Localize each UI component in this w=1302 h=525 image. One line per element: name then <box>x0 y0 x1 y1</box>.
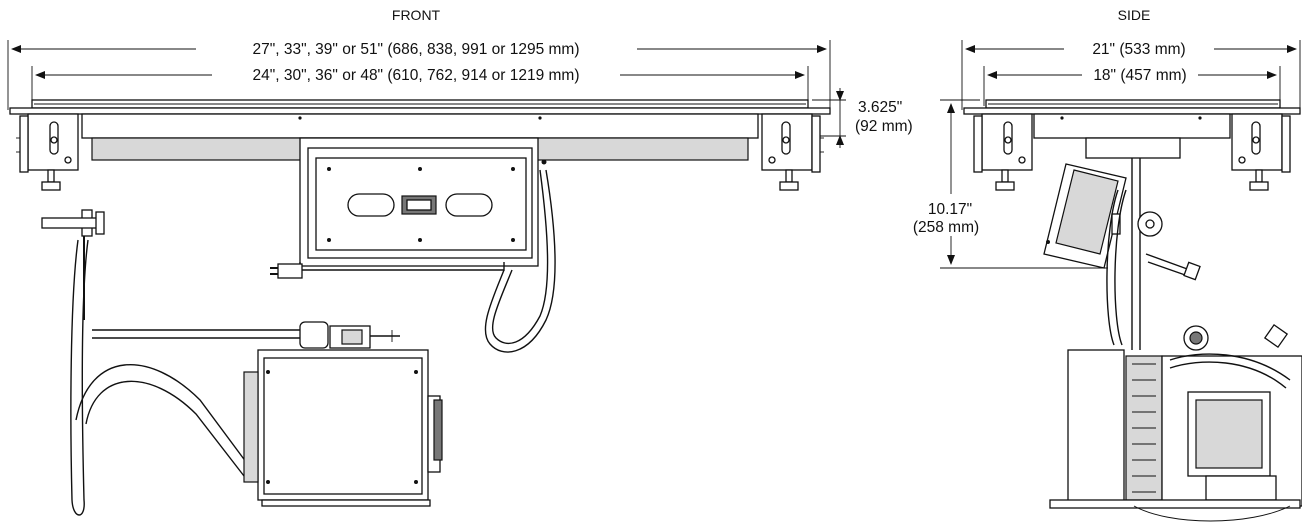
left-knob-slot <box>347 193 395 217</box>
front-left-mounting-bracket <box>16 113 79 191</box>
side-overall-width-dimension: 21" (533 mm) <box>961 40 1301 110</box>
right-knob-slot <box>445 193 493 217</box>
front-cutout-width-dimension: 24", 30", 36" or 48" (610, 762, 914 or 1… <box>31 66 809 106</box>
side-height-dimension: 10.17" (258 mm) <box>913 99 1108 269</box>
side-plumbing <box>1106 158 1201 350</box>
front-control-box <box>270 137 556 353</box>
side-overall-width-label: 21" (533 mm) <box>1092 41 1185 58</box>
front-depth-label-mm: (92 mm) <box>855 118 913 135</box>
front-right-mounting-bracket <box>761 113 824 191</box>
side-height-label-in: 10.17" <box>928 201 972 218</box>
side-view: SIDE 21" (533 mm) 18" (457 mm) 10.17" (2… <box>913 7 1302 522</box>
front-view-title: FRONT <box>392 7 441 23</box>
side-control-box <box>1043 163 1127 269</box>
front-depth-dimension: 3.625" (92 mm) <box>812 88 913 148</box>
side-right-mounting-bracket <box>1231 113 1291 191</box>
side-top-frame <box>963 99 1301 159</box>
front-depth-label-in: 3.625" <box>858 99 902 116</box>
side-view-title: SIDE <box>1118 7 1151 23</box>
front-cutout-width-label: 24", 30", 36" or 48" (610, 762, 914 or 1… <box>252 67 579 84</box>
front-overall-width-label: 27", 33", 39" or 51" (686, 838, 991 or 1… <box>252 41 579 58</box>
side-cutout-width-dimension: 18" (457 mm) <box>983 66 1281 106</box>
front-gas-valve-assembly <box>41 209 300 516</box>
front-view: FRONT 27", 33", 39" or 51" (686, 838, 99… <box>7 7 913 516</box>
front-condensing-unit <box>243 321 443 507</box>
side-condensing-unit <box>1049 323 1302 522</box>
side-cutout-width-label: 18" (457 mm) <box>1093 67 1186 84</box>
front-overall-width-dimension: 27", 33", 39" or 51" (686, 838, 991 or 1… <box>7 40 831 110</box>
front-top-frame <box>9 99 831 161</box>
side-height-label-mm: (258 mm) <box>913 219 979 236</box>
side-left-mounting-bracket <box>973 113 1033 191</box>
